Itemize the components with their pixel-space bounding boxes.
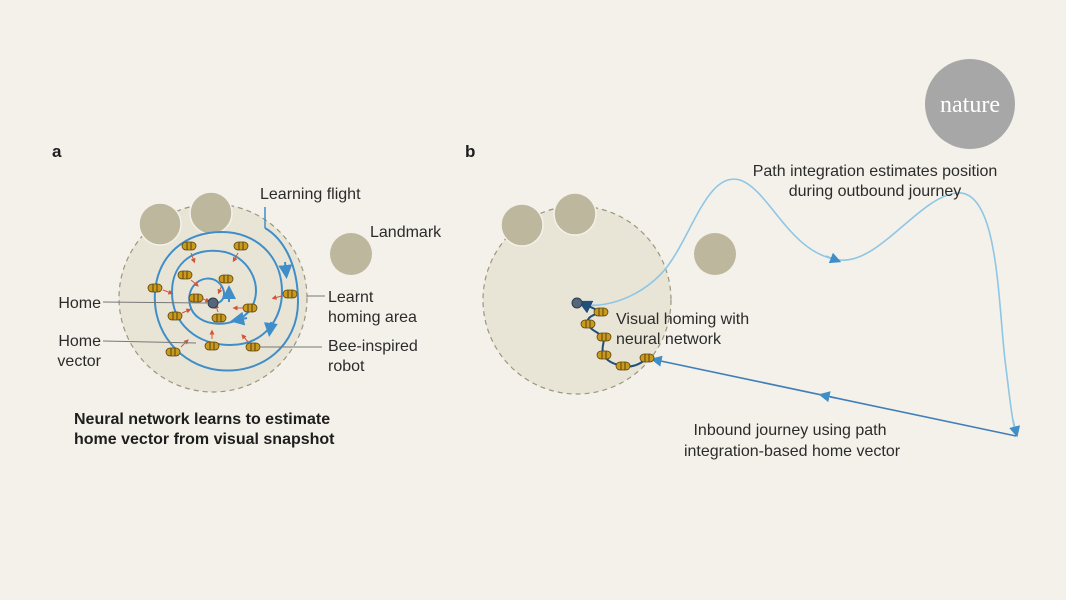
- home-vector-arrows: [162, 252, 283, 348]
- home-vector-arrow: [181, 308, 192, 314]
- robot: [615, 361, 631, 371]
- path-integration-label-line2: during outbound journey: [789, 183, 962, 200]
- home-marker: [207, 297, 219, 309]
- robot: [147, 283, 163, 293]
- inbound-arrow: [818, 391, 837, 403]
- landmark-b2: [553, 192, 597, 236]
- home-vector-label-line1: Home: [58, 333, 101, 350]
- visual-homing-arrow: [577, 300, 594, 314]
- robots-b: [580, 307, 655, 371]
- home-vector-arrow: [217, 284, 223, 295]
- logo-circle: [925, 59, 1015, 149]
- landmark-b1: [500, 203, 544, 247]
- robot: [181, 241, 197, 251]
- robot: [177, 270, 193, 280]
- inbound-label-line1: Inbound journey using path: [693, 422, 886, 439]
- path-integration-label-line1: Path integration estimates position: [753, 163, 998, 180]
- panel-a-caption-line1: Neural network learns to estimate: [74, 411, 330, 428]
- visual-homing-label-line2: neural network: [616, 331, 722, 348]
- learnt-homing-area-label-line1: Learnt: [328, 289, 374, 306]
- robot: [245, 342, 261, 352]
- outbound-arrow-2: [1009, 419, 1021, 438]
- robot-label-line2: robot: [328, 358, 365, 375]
- robot: [639, 353, 655, 363]
- landmark-label: Landmark: [370, 224, 442, 241]
- home-vector-arrow: [180, 339, 189, 348]
- robot: [596, 332, 612, 342]
- home-marker-b: [571, 297, 583, 309]
- home-leader-line: [102, 301, 208, 304]
- robot: [211, 313, 227, 323]
- landmark-b3: [694, 233, 736, 275]
- home-vector-arrow: [241, 334, 249, 343]
- panel-a: a: [52, 142, 442, 448]
- home-vector-leader-line: [102, 340, 197, 344]
- robot: [218, 274, 234, 284]
- flight-arrow-2: [230, 311, 248, 326]
- robot: [596, 350, 612, 360]
- learnt-homing-area-label-line2: homing area: [328, 309, 417, 326]
- panel-a-letter: a: [52, 142, 62, 161]
- landmark-3: [330, 233, 372, 275]
- panel-a-caption-line2: home vector from visual snapshot: [74, 431, 335, 448]
- robot: [593, 307, 609, 317]
- home-vector-arrow: [190, 252, 196, 264]
- landmark-1: [138, 202, 182, 246]
- flight-arrow-3: [263, 321, 278, 337]
- robot: [580, 319, 596, 329]
- inbound-label-line2: integration-based home vector: [684, 443, 901, 460]
- home-vector-arrow: [271, 294, 283, 300]
- home-label: Home: [58, 295, 101, 312]
- flight-arrow-1: [278, 261, 293, 279]
- robot: [233, 241, 249, 251]
- robot: [282, 289, 298, 299]
- robot-label-line1: Bee-inspired: [328, 338, 418, 355]
- home-vector-arrow: [232, 252, 239, 263]
- robot: [167, 311, 183, 321]
- robot: [204, 341, 220, 351]
- logo-text: nature: [940, 92, 1000, 118]
- landmark-2: [189, 191, 233, 235]
- home-vector-arrow: [162, 289, 174, 295]
- home-vector-arrow: [202, 297, 211, 303]
- panel-b-letter: b: [465, 142, 475, 161]
- robots-a: [147, 241, 298, 357]
- panel-b: b Path integration estimates position du…: [465, 142, 1021, 460]
- nature-logo: nature: [925, 59, 1015, 149]
- visual-homing-label-line1: Visual homing with: [616, 311, 749, 328]
- outbound-arrow-1: [825, 252, 842, 264]
- robot: [165, 347, 181, 357]
- robot: [242, 303, 258, 313]
- home-vector-arrow: [190, 279, 199, 287]
- home-vector-label-line2: vector: [57, 353, 101, 370]
- learning-flight-label: Learning flight: [260, 186, 361, 203]
- robot: [188, 293, 204, 303]
- learning-flight-path: [153, 227, 300, 372]
